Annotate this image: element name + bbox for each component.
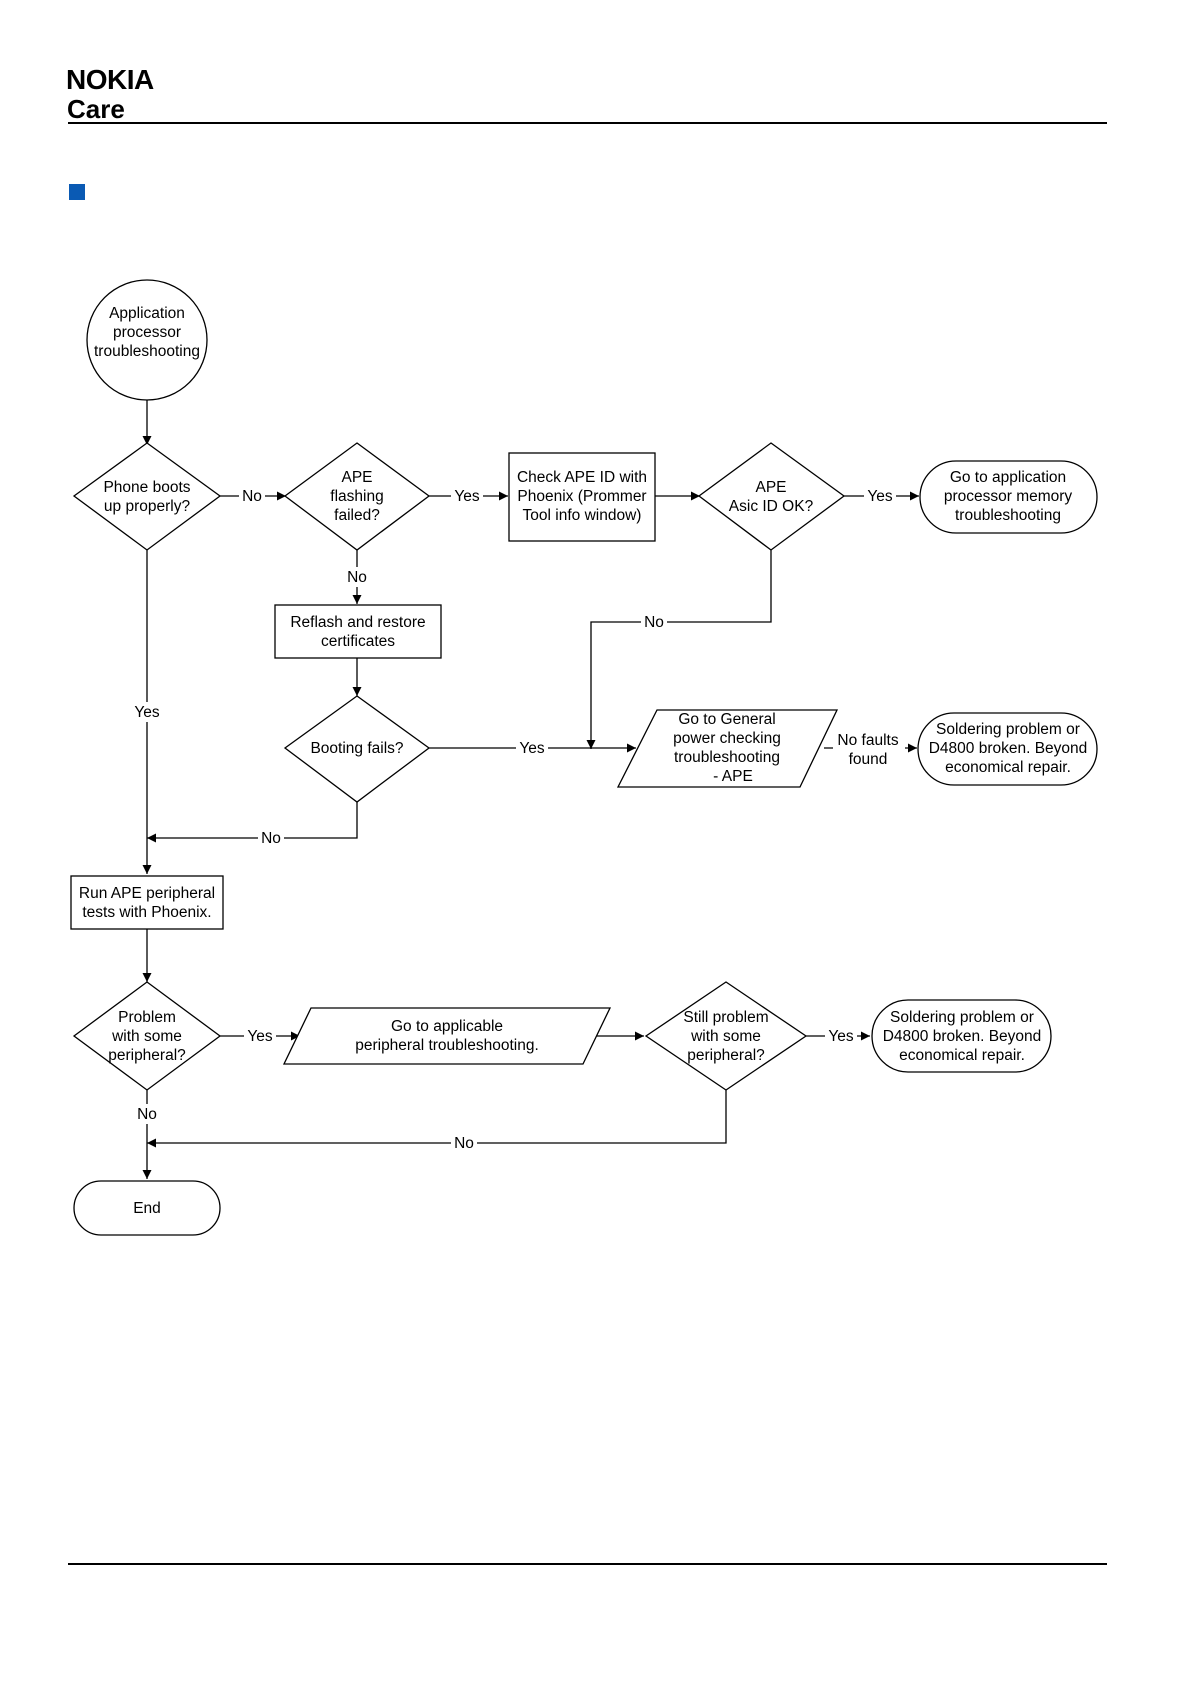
svg-text:peripheral troubleshooting.: peripheral troubleshooting. (355, 1037, 539, 1054)
node-still-problem: Still problem with some peripheral? (644, 981, 808, 1091)
node-problem-peripheral: Problem with some peripheral? (72, 981, 222, 1091)
logo-wordmark: NOKIA (66, 66, 154, 95)
node-memory-troubleshooting: Go to application processor memory troub… (919, 460, 1098, 534)
label-still-no: No (454, 1135, 474, 1152)
section-marker (69, 184, 85, 200)
edge-labels: No Yes Yes No No Yes Yes No faults found… (131, 486, 905, 1153)
node-end: End (73, 1180, 221, 1236)
svg-text:D4800 broken. Beyond: D4800 broken. Beyond (883, 1028, 1042, 1045)
svg-text:D4800 broken. Beyond: D4800 broken. Beyond (929, 740, 1088, 757)
svg-text:Still problem: Still problem (683, 1009, 768, 1026)
svg-text:Go to applicable: Go to applicable (391, 1018, 503, 1035)
label-bootfail-yes: Yes (519, 740, 545, 757)
svg-text:with some: with some (690, 1028, 761, 1045)
label-problem-no: No (137, 1106, 157, 1123)
svg-text:Booting fails?: Booting fails? (310, 740, 403, 757)
svg-text:Phoenix (Prommer: Phoenix (Prommer (517, 488, 646, 505)
svg-text:troubleshooting: troubleshooting (955, 507, 1061, 524)
node-soldering-2: Soldering problem or D4800 broken. Beyon… (871, 999, 1052, 1073)
label-nofaults-2: found (849, 751, 888, 768)
svg-text:Soldering problem or: Soldering problem or (890, 1009, 1034, 1026)
logo-care: Care (67, 94, 125, 124)
svg-text:APE: APE (341, 469, 372, 486)
label-problem-yes: Yes (247, 1028, 273, 1045)
svg-text:Reflash and restore: Reflash and restore (290, 614, 425, 631)
svg-text:Run APE peripheral: Run APE peripheral (79, 885, 215, 902)
footer-rule (68, 1563, 1107, 1565)
node-start: Application processor troubleshooting (86, 279, 208, 401)
node-ape-flashing: APE flashing failed? (283, 442, 431, 551)
svg-text:flashing: flashing (330, 488, 383, 505)
node-reflash: Reflash and restore certificates (274, 604, 442, 659)
svg-text:failed?: failed? (334, 507, 380, 524)
svg-text:Phone boots: Phone boots (103, 479, 190, 496)
label-flash-no: No (347, 569, 367, 586)
svg-text:Tool info window): Tool info window) (523, 507, 642, 524)
header-rule (68, 122, 1107, 124)
svg-text:certificates: certificates (321, 633, 395, 650)
svg-text:- APE: - APE (713, 768, 753, 785)
node-phone-boots: Phone boots up properly? (72, 442, 222, 551)
svg-text:Go to application: Go to application (950, 469, 1066, 486)
edge-still-no (147, 1090, 727, 1148)
svg-text:peripheral?: peripheral? (687, 1047, 765, 1064)
label-flash-yes: Yes (454, 488, 480, 505)
node-run-ape-peripheral: Run APE peripheral tests with Phoenix. (70, 875, 224, 930)
svg-text:processor: processor (113, 324, 181, 341)
svg-text:Asic ID OK?: Asic ID OK? (729, 498, 814, 515)
label-still-yes: Yes (828, 1028, 854, 1045)
node-asic-id: APE Asic ID OK? (697, 442, 846, 551)
svg-text:economical repair.: economical repair. (945, 759, 1071, 776)
node-general-power: Go to General power checking troubleshoo… (616, 709, 839, 788)
svg-text:Application: Application (109, 305, 185, 322)
label-boots-yes: Yes (134, 704, 160, 721)
node-soldering-1: Soldering problem or D4800 broken. Beyon… (917, 712, 1098, 786)
svg-text:Go to General: Go to General (678, 711, 775, 728)
label-nofaults-1: No faults (837, 732, 898, 749)
label-asic-no: No (644, 614, 664, 631)
svg-text:power checking: power checking (673, 730, 781, 747)
node-booting-fails: Booting fails? (283, 695, 431, 803)
edge-bootfail-no (147, 802, 358, 843)
svg-text:up properly?: up properly? (104, 498, 191, 515)
svg-text:Check APE ID with: Check APE ID with (517, 469, 647, 486)
svg-text:APE: APE (755, 479, 786, 496)
svg-text:troubleshooting: troubleshooting (674, 749, 780, 766)
svg-text:Soldering problem or: Soldering problem or (936, 721, 1080, 738)
label-asic-yes: Yes (867, 488, 893, 505)
svg-text:Problem: Problem (118, 1009, 176, 1026)
svg-text:economical repair.: economical repair. (899, 1047, 1025, 1064)
node-applicable-peripheral: Go to applicable peripheral troubleshoot… (282, 1007, 612, 1065)
label-bootfail-no: No (261, 830, 281, 847)
svg-text:with some: with some (111, 1028, 182, 1045)
svg-text:processor memory: processor memory (944, 488, 1073, 505)
node-check-ape-id: Check APE ID with Phoenix (Prommer Tool … (508, 452, 656, 542)
nokia-care-logo: NOKIA Care (66, 66, 155, 124)
svg-text:End: End (133, 1200, 161, 1217)
edge-asic-no (586, 550, 772, 749)
svg-text:tests with Phoenix.: tests with Phoenix. (82, 904, 211, 921)
label-boots-no: No (242, 488, 262, 505)
svg-text:peripheral?: peripheral? (108, 1047, 186, 1064)
svg-text:troubleshooting: troubleshooting (94, 343, 200, 360)
